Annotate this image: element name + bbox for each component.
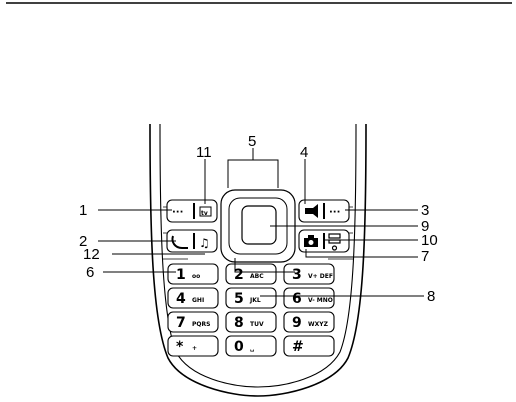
key-letters: V- MNO <box>308 297 333 304</box>
key-letters: ␣ <box>250 345 254 352</box>
key-digit: 1 <box>176 267 186 283</box>
key-digit: 6 <box>292 291 302 307</box>
key-digit: 7 <box>176 315 186 331</box>
callout-7: 7 <box>421 248 429 265</box>
key-letters: PQRS <box>192 321 210 328</box>
key-4[interactable]: 4 GHI <box>168 288 218 308</box>
key-digit: 5 <box>234 291 244 307</box>
callout-5: 5 <box>248 133 256 150</box>
callout-6: 6 <box>86 264 94 281</box>
key-letters: JKL <box>249 297 261 304</box>
key-digit: 0 <box>234 339 244 355</box>
key-digit: # <box>292 339 304 355</box>
key-9[interactable]: 9 WXYZ <box>284 312 334 332</box>
key-6[interactable]: 6 V- MNO <box>284 288 334 308</box>
key-7[interactable]: 7 PQRS <box>168 312 218 332</box>
end-key[interactable] <box>299 230 349 252</box>
key-star[interactable]: *+ <box>168 336 218 356</box>
key-hash[interactable]: # <box>284 336 334 356</box>
right-softkey[interactable]: ··· <box>299 200 349 222</box>
callout-4: 4 <box>300 144 308 161</box>
key-letters: V+ DEF <box>308 273 333 280</box>
key-letters: TUV <box>250 321 264 328</box>
key-1[interactable]: 1 oo <box>168 264 218 284</box>
callout-3: 3 <box>421 202 429 219</box>
key-8[interactable]: 8 TUV <box>226 312 276 332</box>
callout-8: 8 <box>427 288 435 305</box>
key-letters: oo <box>192 273 200 280</box>
key-letters: + <box>192 345 197 352</box>
callout-1: 1 <box>79 202 87 219</box>
key-letters: GHI <box>192 297 204 304</box>
svg-text:♫: ♫ <box>199 236 210 250</box>
key-digit: 3 <box>292 267 302 283</box>
dots-icon: ··· <box>329 207 340 218</box>
key-5[interactable]: 5 JKL <box>226 288 276 308</box>
key-digit: 9 <box>292 315 302 331</box>
key-3[interactable]: 3 V+ DEF <box>284 264 334 284</box>
callout-10: 10 <box>421 232 438 249</box>
key-0[interactable]: 0␣ <box>226 336 276 356</box>
music-icon: ♫ <box>199 236 210 250</box>
callout-12: 12 <box>83 246 100 263</box>
key-digit: 8 <box>234 315 244 331</box>
dots-icon: ··· <box>172 207 183 218</box>
svg-text:tv: tv <box>201 210 208 217</box>
key-digit: 4 <box>176 291 186 307</box>
left-softkey[interactable]: ··· tv <box>167 200 217 222</box>
callout-11: 11 <box>196 144 212 161</box>
key-digit: * <box>176 339 184 355</box>
key-letters: ABC <box>250 273 264 280</box>
key-letters: WXYZ <box>308 321 329 328</box>
ok-center-key[interactable] <box>242 206 276 244</box>
